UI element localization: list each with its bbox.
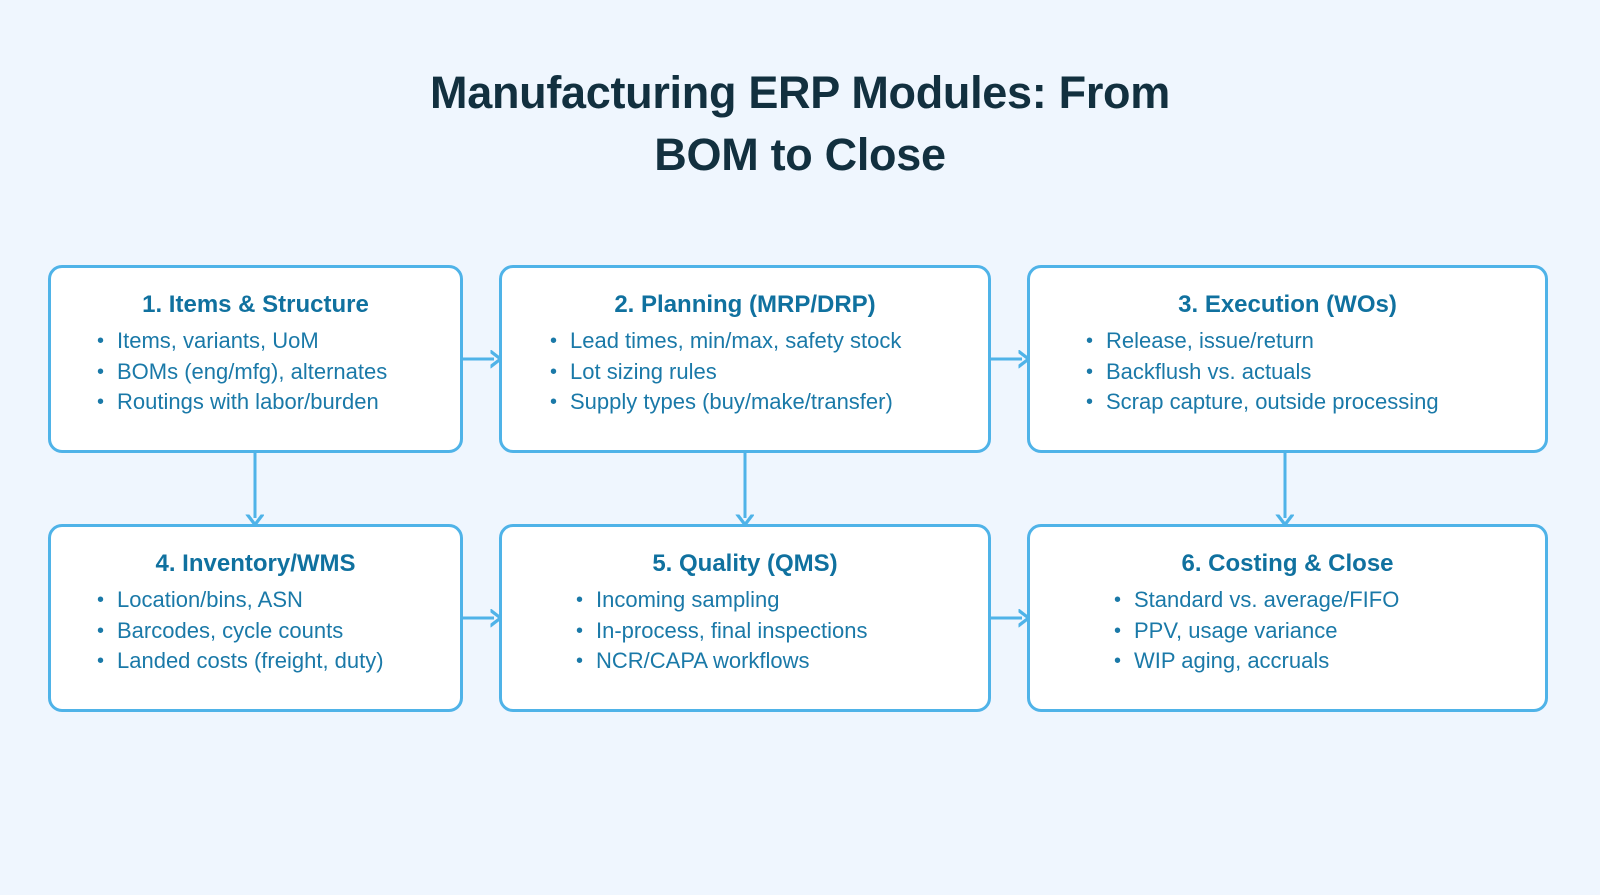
list-item-label: Lot sizing rules [570, 358, 717, 384]
list-item-label: PPV, usage variance [1134, 617, 1338, 643]
bullet-glyph: • [1086, 330, 1094, 352]
list-item: • BOMs (eng/mfg), alternates [91, 357, 442, 388]
node-title: 5. Quality (QMS) [652, 550, 838, 577]
list-item-label: Release, issue/return [1106, 328, 1314, 353]
list-item-label: Incoming sampling [596, 587, 780, 612]
node-bullet-list: • Location/bins, ASN • Barcodes, cycle cou… [69, 585, 442, 677]
node-title: 4. Inventory/WMS [155, 550, 356, 577]
list-item: • Routings with labor/burden [91, 387, 442, 418]
node-items-structure[interactable]: 1. Items & Structure • Items, variants, U… [48, 265, 463, 453]
bullet-glyph: • [97, 619, 105, 642]
list-item: • Backflush vs. actuals [1080, 357, 1527, 388]
list-item-label: Items, variants, UoM [117, 328, 319, 353]
list-item: • Lot sizing rules [544, 357, 970, 388]
list-item: • WIP aging, accruals [1108, 646, 1527, 677]
bullet-glyph: • [550, 391, 558, 413]
node-quality[interactable]: 5. Quality (QMS) • Incoming sampling • In-… [499, 524, 991, 712]
list-item-label: Barcodes, cycle counts [117, 617, 344, 643]
bullet-glyph: • [550, 330, 558, 352]
list-item: • Lead times, min/max, safety stock [544, 326, 970, 357]
bullet-glyph: • [550, 360, 558, 383]
list-item: • Items, variants, UoM [91, 326, 442, 357]
node-title: 2. Planning (MRP/DRP) [614, 291, 876, 318]
list-item-label: Location/bins, ASN [117, 587, 303, 612]
node-bullet-list: • Items, variants, UoM • BOMs (eng/mfg), a… [69, 326, 442, 418]
list-item-label: In-process, final inspections [596, 617, 868, 643]
node-bullet-list: • Incoming sampling • In-process, final in… [520, 585, 970, 677]
node-bullet-list: • Lead times, min/max, safety stock • Lot … [520, 326, 970, 418]
list-item-label: Landed costs (freight, duty) [117, 648, 384, 673]
list-item: • Barcodes, cycle counts [91, 616, 442, 647]
list-item-label: Scrap capture, outside processing [1106, 389, 1439, 414]
bullet-glyph: • [576, 650, 584, 672]
list-item: • Standard vs. average/FIFO [1108, 585, 1527, 616]
node-inventory-wms[interactable]: 4. Inventory/WMS • Location/bins, ASN • Ba… [48, 524, 463, 712]
list-item: • Supply types (buy/make/transfer) [544, 387, 970, 418]
node-costing-close[interactable]: 6. Costing & Close • Standard vs. average… [1027, 524, 1548, 712]
list-item-label: Supply types (buy/make/transfer) [570, 389, 893, 414]
list-item-label: BOMs (eng/mfg), alternates [117, 358, 388, 384]
bullet-glyph: • [97, 391, 105, 413]
list-item: • Release, issue/return [1080, 326, 1527, 357]
list-item: • Landed costs (freight, duty) [91, 646, 442, 677]
node-execution[interactable]: 3. Execution (WOs) • Release, issue/retur… [1027, 265, 1548, 453]
bullet-glyph: • [1086, 360, 1094, 383]
node-planning[interactable]: 2. Planning (MRP/DRP) • Lead times, min/m… [499, 265, 991, 453]
bullet-glyph: • [97, 330, 105, 352]
bullet-glyph: • [97, 650, 105, 672]
list-item: • Scrap capture, outside processing [1080, 387, 1527, 418]
list-item-label: NCR/CAPA workflows [596, 648, 810, 673]
node-title: 3. Execution (WOs) [1178, 291, 1397, 318]
page-title: Manufacturing ERP Modules: From BOM to C… [430, 67, 1170, 180]
bullet-glyph: • [97, 589, 105, 611]
list-item: • PPV, usage variance [1108, 616, 1527, 647]
list-item-label: Backflush vs. actuals [1106, 358, 1312, 384]
bullet-glyph: • [1086, 391, 1094, 413]
list-item: • Location/bins, ASN [91, 585, 442, 616]
bullet-glyph: • [1114, 589, 1122, 611]
bullet-glyph: • [1114, 650, 1122, 672]
node-title: 1. Items & Structure [142, 291, 369, 318]
bullet-glyph: • [1114, 619, 1122, 642]
list-item: • NCR/CAPA workflows [570, 646, 970, 677]
list-item-label: Lead times, min/max, safety stock [570, 328, 902, 353]
bullet-glyph: • [576, 619, 584, 642]
node-title: 6. Costing & Close [1181, 550, 1394, 577]
list-item-label: WIP aging, accruals [1134, 648, 1330, 673]
node-bullet-list: • Release, issue/return • Backflush vs. ac… [1048, 326, 1527, 418]
bullet-glyph: • [97, 360, 105, 383]
list-item-label: Routings with labor/burden [117, 389, 379, 414]
list-item-label: Standard vs. average/FIFO [1134, 587, 1400, 612]
bullet-glyph: • [576, 589, 584, 611]
list-item: • Incoming sampling [570, 585, 970, 616]
list-item: • In-process, final inspections [570, 616, 970, 647]
node-bullet-list: • Standard vs. average/FIFO • PPV, usage v… [1048, 585, 1527, 677]
